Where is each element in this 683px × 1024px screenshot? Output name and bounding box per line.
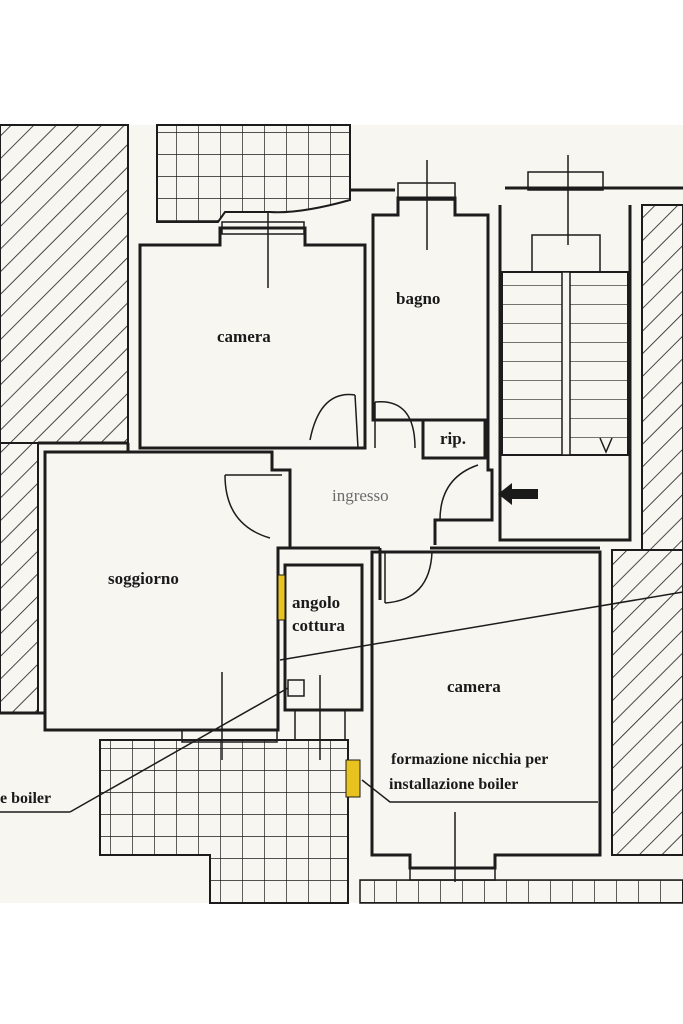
door-swing-bottom	[384, 551, 433, 604]
label-camera-top: camera	[217, 327, 271, 346]
window-axis-lines	[221, 155, 569, 882]
door-swing-top	[309, 393, 359, 449]
terrace-strip-right	[359, 879, 683, 904]
room-camera-top	[138, 226, 367, 450]
label-angolo: angolo	[292, 593, 340, 612]
hatched-wall-left-bottom	[0, 442, 39, 714]
label-cottura: cottura	[292, 616, 345, 635]
boiler-marker-cottura	[277, 574, 286, 621]
window-stairs	[527, 171, 604, 191]
building-outline	[0, 186, 683, 715]
terrace-bottom	[99, 739, 349, 904]
window-camera-right	[409, 867, 496, 881]
window-camera-top	[221, 221, 305, 235]
room-rip	[421, 418, 487, 460]
stair-direction-mark	[599, 437, 613, 454]
label-soggiorno: soggiorno	[108, 569, 179, 588]
corridor-walls	[290, 415, 600, 600]
leader-line-boiler-left	[0, 687, 289, 813]
label-bagno: bagno	[396, 289, 440, 308]
door-swing-bath	[374, 401, 416, 449]
note-boiler-left: e boiler	[0, 790, 51, 807]
label-rip: rip.	[440, 429, 466, 448]
room-bagno	[371, 196, 490, 422]
entrance-arrow-icon	[498, 483, 538, 505]
label-camera-right: camera	[447, 677, 501, 696]
note-nicchia-line2: installazione boiler	[389, 776, 518, 793]
hatched-wall-left-top	[0, 124, 129, 444]
boiler-marker-right	[345, 759, 361, 798]
hatched-wall-right-top	[641, 204, 683, 551]
balcony-top	[156, 124, 351, 223]
leader-line-long	[279, 591, 683, 661]
note-nicchia-line1: formazione nicchia per	[391, 751, 548, 768]
door-swing-left	[224, 474, 282, 539]
label-ingresso: ingresso	[332, 486, 389, 505]
door-swing-rip	[439, 464, 479, 521]
window-soggiorno	[181, 729, 278, 743]
hatched-wall-right-bottom	[611, 549, 683, 856]
stair-well	[561, 271, 571, 456]
leader-line-nicchia	[361, 779, 598, 803]
room-angolo-cottura	[283, 563, 364, 712]
